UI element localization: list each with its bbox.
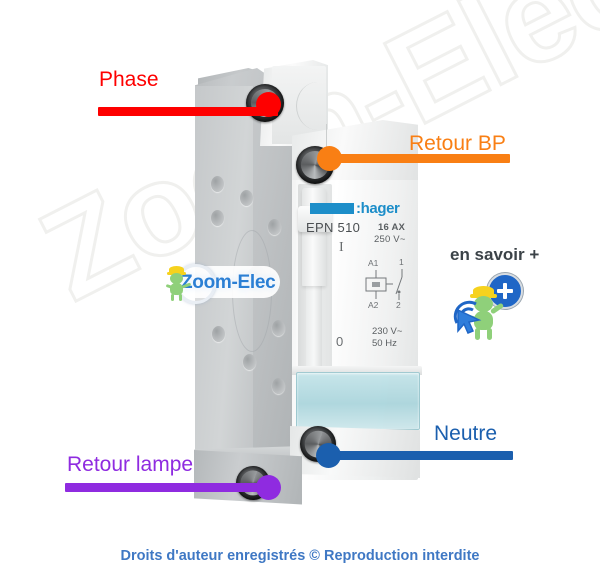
device-side-dimple [243,354,256,370]
mascot-leg [487,328,492,340]
device-side-dimple [211,210,224,226]
device-shoulder-seam-vertical [326,124,327,166]
click-cursor-svg [453,300,482,334]
callout-dot-neutre [316,443,341,468]
device-top-arc-detail [296,82,339,130]
callout-dot-retour-bp [317,146,342,171]
callout-line-retour-bp [326,154,510,163]
callout-line-retour-lampe [65,483,265,492]
callout-dot-retour-lampe [256,475,281,500]
mascot-logo-icon [165,266,192,301]
mascot-leg [171,294,174,301]
mascot-body [170,283,183,295]
mascot-leg [179,294,182,301]
callout-label-retour-bp: Retour BP [409,132,506,155]
device-model-number: EPN 510 [306,220,361,235]
device-side-dimple [240,190,253,206]
copyright-footer: Droits d'auteur enregistrés © Reproducti… [120,548,480,564]
schematic-svg [365,269,403,300]
callout-label-retour-lampe: Retour lampe [67,453,194,476]
callout-dot-phase [256,92,281,117]
callout-label-neutre: Neutre [434,422,498,445]
device-current-rating: 16 AX [378,222,406,233]
en-savoir-plus-label: en savoir + [450,245,540,264]
device-voltage-rating-bottom: 230 V~ [372,326,403,337]
mascot-figure [462,286,508,340]
mascot-hard-hat [169,266,184,273]
hager-logo-bar [310,202,354,214]
mascot-head [170,273,183,284]
device-wiring-schematic: A1 A2 1 2 [360,256,416,314]
mascot-hard-hat [473,286,494,295]
device-side-dimple [272,378,285,394]
device-side-dimple [212,326,225,342]
device-position-marking-off: 0 [336,334,344,349]
zoom-elec-logo-text: Zoom-Elec [181,272,276,293]
schematic-label-a1: A1 [368,258,379,268]
click-cursor-icon[interactable] [449,298,485,334]
device-voltage-rating-top: 250 V~ [374,234,406,245]
device-position-marking-on: I [339,240,344,255]
hager-logo-text: :hager [356,199,400,217]
device-side-dimple [268,219,281,235]
schematic-label-2: 2 [396,300,401,310]
schematic-label-a2: A2 [368,300,379,310]
hager-logo-wordmark: hager [360,199,400,217]
mascot-leg [475,328,480,340]
hager-logo: :hager [310,200,418,216]
plus-icon-horizontal [497,289,513,293]
callout-line-neutre [325,451,513,460]
device-side-dimple [211,176,224,192]
label-window-lip [292,366,422,375]
device-supply-rating: 230 V~ 50 Hz [372,326,402,350]
callout-line-phase [98,107,278,116]
device-side-dimple [272,320,285,336]
mascot-arm [181,282,192,289]
mascot-head [474,296,493,312]
mascot-body [474,311,493,330]
schematic-label-1: 1 [399,257,404,267]
device-frequency-rating: 50 Hz [372,338,397,349]
label-window [296,372,420,430]
callout-label-phase: Phase [99,68,159,91]
